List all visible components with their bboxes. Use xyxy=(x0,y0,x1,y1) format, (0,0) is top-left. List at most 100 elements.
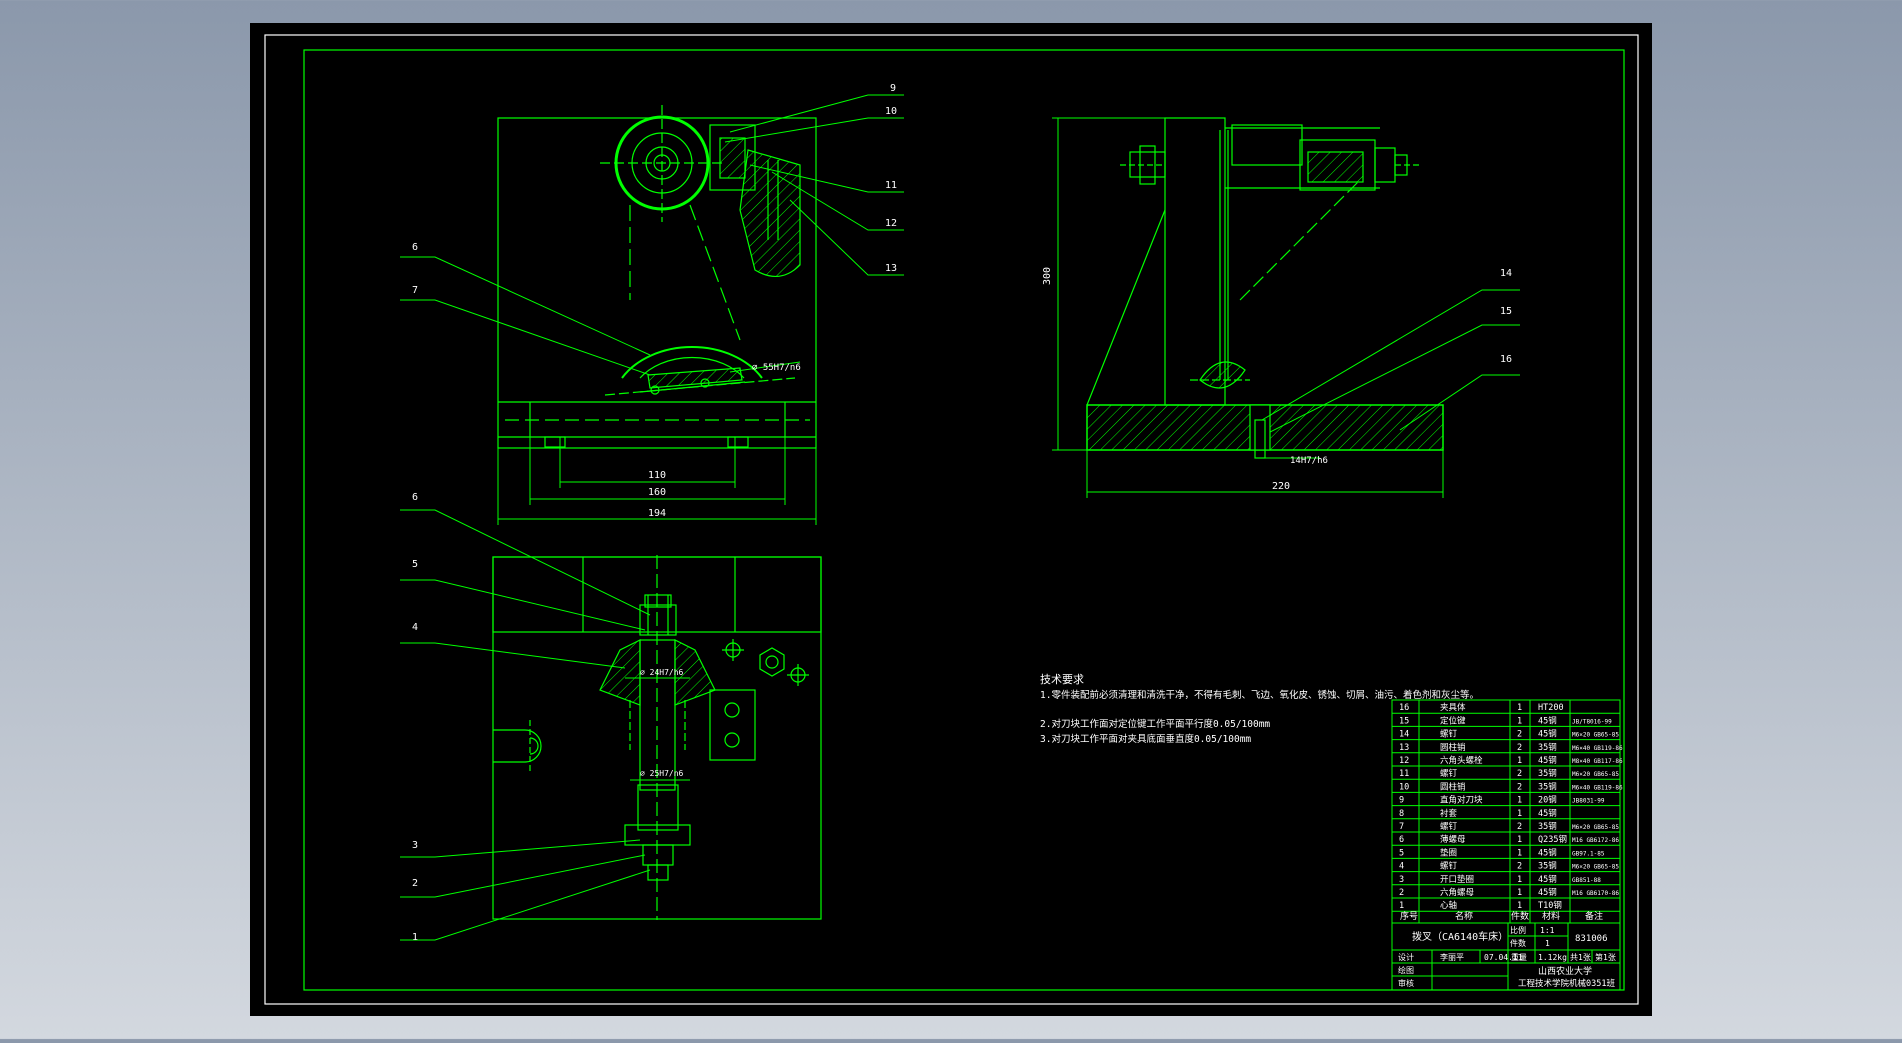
plan-view[interactable] xyxy=(492,555,822,920)
bom-cell-std: GB97.1-85 xyxy=(1572,850,1605,857)
side-view[interactable] xyxy=(1086,117,1444,459)
bom-cell-std: M6×40 GB119-86 xyxy=(1572,784,1623,791)
bom-cell-name: 六角螺母 xyxy=(1440,887,1474,898)
draw-label: 绘图 xyxy=(1398,965,1414,975)
dim-110: 110 xyxy=(648,470,666,481)
department: 工程技术学院机械0351班 xyxy=(1518,978,1615,989)
balloon-15: 15 xyxy=(1500,306,1512,317)
bom-cell-qty: 1 xyxy=(1517,809,1522,819)
bom-cell-qty: 1 xyxy=(1517,901,1522,911)
balloon-10: 10 xyxy=(885,106,897,117)
weight-value: 1.12kg xyxy=(1538,953,1567,962)
bom-cell-mat: 35钢 xyxy=(1538,861,1557,872)
bom-cell-no: 13 xyxy=(1399,743,1409,753)
bom-cell-name: 螺钉 xyxy=(1440,768,1458,779)
bom-cell-mat: 45钢 xyxy=(1538,887,1557,898)
balloon-2: 2 xyxy=(412,878,418,889)
bom-cell-mat: HT200 xyxy=(1538,703,1564,713)
bom-cell-mat: 35钢 xyxy=(1538,742,1557,753)
drawing-number: 831006 xyxy=(1575,934,1608,944)
bom-cell-qty: 2 xyxy=(1517,769,1522,779)
bom-header-std: 备注 xyxy=(1585,910,1603,922)
bom-cell-mat: 45钢 xyxy=(1538,808,1557,819)
bom-cell-no: 1 xyxy=(1399,901,1404,911)
plan-view-leaders xyxy=(400,509,690,941)
bom-cell-std: M8×40 GB117-86 xyxy=(1572,758,1623,765)
balloon-4: 4 xyxy=(412,622,418,633)
bom-cell-name: 圆柱销 xyxy=(1440,742,1466,753)
balloon-11: 11 xyxy=(885,180,897,191)
front-view-dimensions xyxy=(497,437,817,525)
design-label: 设计 xyxy=(1398,952,1414,962)
balloon-6-plan: 6 xyxy=(412,492,418,503)
balloon-1: 1 xyxy=(412,932,418,943)
bom-header-qty: 件数 xyxy=(1511,910,1529,922)
bom-cell-name: 薄螺母 xyxy=(1440,834,1466,845)
bom-cell-std: M6×20 GB65-85 xyxy=(1572,771,1619,778)
balloon-16: 16 xyxy=(1500,354,1512,365)
bom-cell-no: 15 xyxy=(1399,716,1409,726)
bom-cell-no: 8 xyxy=(1399,809,1404,819)
plan-fit-lower: ⌀ 25H7/n6 xyxy=(640,769,684,778)
bom-cell-qty: 1 xyxy=(1517,848,1522,858)
front-view[interactable] xyxy=(497,105,817,449)
notes-title: 技术要求 xyxy=(1040,673,1084,686)
bom-header-no: 序号 xyxy=(1400,910,1418,922)
note-line-1: 1.零件装配前必须清理和清洗干净，不得有毛刺、飞边、氧化皮、锈蚀、切屑、油污、着… xyxy=(1040,689,1479,701)
bom-cell-no: 5 xyxy=(1399,848,1404,858)
bom-cell-name: 开口垫圈 xyxy=(1440,874,1474,885)
bom-cell-qty: 1 xyxy=(1517,888,1522,898)
bom-cell-no: 7 xyxy=(1399,822,1404,832)
front-fit-label: ⌀ 55H7/n6 xyxy=(752,363,801,373)
bom-cell-name: 六角头螺栓 xyxy=(1440,755,1483,766)
bom-cell-qty: 1 xyxy=(1517,756,1522,766)
bom-cell-qty: 1 xyxy=(1517,703,1522,713)
part-name: 拨叉（CA6140车床） xyxy=(1412,930,1508,943)
bom-cell-name: 圆柱销 xyxy=(1440,781,1466,792)
bom-cell-no: 4 xyxy=(1399,862,1404,872)
bom-cell-qty: 1 xyxy=(1517,835,1522,845)
count-label: 件数 xyxy=(1510,938,1526,948)
bom-cell-mat: 45钢 xyxy=(1538,847,1557,858)
bom-cell-mat: 45钢 xyxy=(1538,715,1557,726)
scale-value: 1:1 xyxy=(1540,926,1555,935)
bom-cell-std: M16 GB6172-86 xyxy=(1572,837,1619,844)
bom-cell-mat: 45钢 xyxy=(1538,874,1557,885)
bom-header-mat: 材料 xyxy=(1542,910,1560,922)
bom-cell-no: 11 xyxy=(1399,769,1409,779)
dim-220: 220 xyxy=(1272,481,1290,492)
front-view-leaders xyxy=(400,94,904,376)
bom-cell-qty: 2 xyxy=(1517,822,1522,832)
outer-border xyxy=(264,34,1639,1005)
plan-fit-upper: ⌀ 24H7/h6 xyxy=(640,668,684,677)
bom-cell-name: 夹具体 xyxy=(1440,702,1466,713)
balloon-14: 14 xyxy=(1500,268,1512,279)
note-line-3: 3.对刀块工作平面对夹具底面垂直度0.05/100mm xyxy=(1040,733,1251,745)
count-value: 1 xyxy=(1545,939,1550,948)
bom-cell-name: 垫圈 xyxy=(1440,847,1457,858)
balloon-12: 12 xyxy=(885,218,897,229)
bom-cell-mat: 35钢 xyxy=(1538,781,1557,792)
bom-cell-mat: 20钢 xyxy=(1538,795,1557,806)
check-label: 审核 xyxy=(1398,978,1414,988)
bom-cell-no: 16 xyxy=(1399,703,1409,713)
bom-cell-qty: 1 xyxy=(1517,716,1522,726)
designer: 李丽平 xyxy=(1440,952,1464,962)
scale-label: 比例 xyxy=(1510,925,1526,935)
design-date: 07.04.11 xyxy=(1484,953,1523,962)
balloon-9: 9 xyxy=(890,83,896,94)
bom-cell-mat: 45钢 xyxy=(1538,729,1557,740)
side-view-dimensions xyxy=(1052,117,1444,498)
side-view-leaders xyxy=(1261,289,1520,433)
balloon-6-front: 6 xyxy=(412,242,418,253)
bom-cell-qty: 1 xyxy=(1517,796,1522,806)
bom-cell-std: GB851-88 xyxy=(1572,877,1601,884)
bom-cell-no: 2 xyxy=(1399,888,1404,898)
school-name: 山西农业大学 xyxy=(1538,965,1592,977)
bom-cell-name: 定位键 xyxy=(1440,715,1466,726)
bom-cell-name: 直角对刀块 xyxy=(1440,795,1483,806)
bom-cell-mat: 35钢 xyxy=(1538,768,1557,779)
bom-cell-std: M6×40 GB119-86 xyxy=(1572,745,1623,752)
